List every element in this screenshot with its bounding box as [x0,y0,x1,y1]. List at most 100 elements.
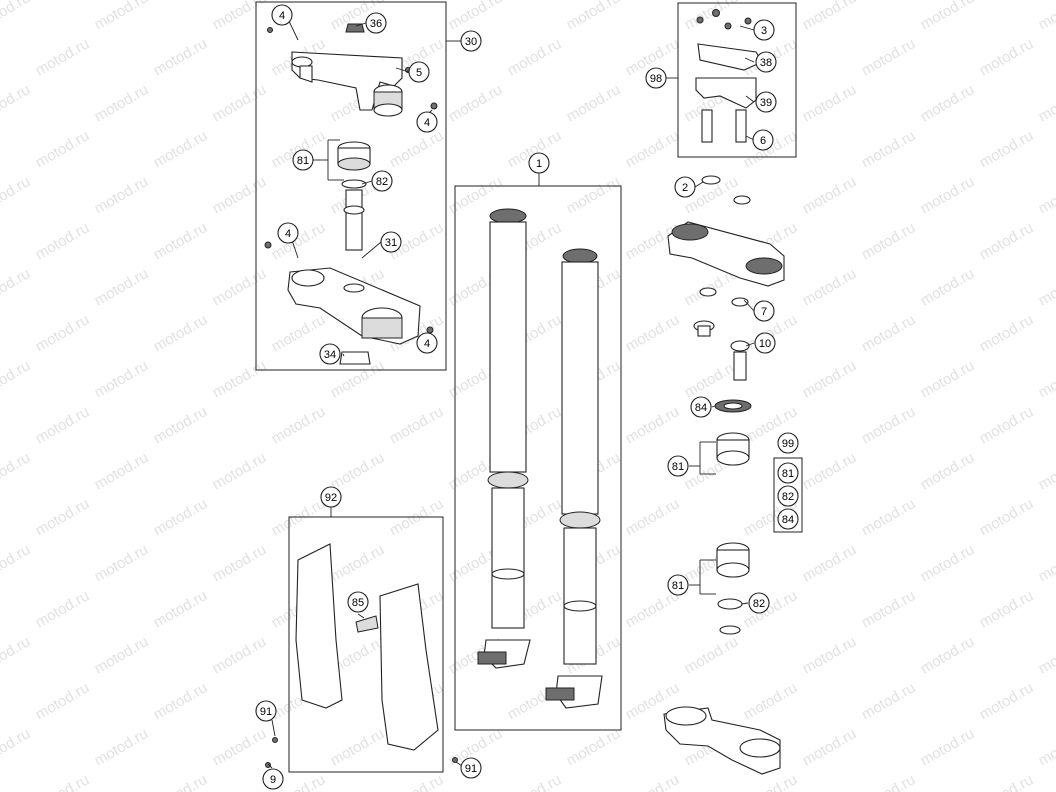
callout-7: 7 [753,300,775,322]
watermark-text: motod.ru [623,127,683,171]
callout-4: 4 [416,332,438,354]
watermark-text: motod.ru [859,679,919,723]
svg-text:6: 6 [760,135,766,147]
watermark-text: motod.ru [0,725,33,769]
frame-30 [255,1,447,371]
watermark-text: motod.ru [800,0,860,33]
svg-text:91: 91 [465,763,477,775]
frame-98 [677,2,797,158]
watermark-text: motod.ru [92,725,152,769]
watermark-text: motod.ru [151,311,211,355]
svg-text:31: 31 [385,237,397,249]
watermark-text: motod.ru [623,311,683,355]
callout-3: 3 [753,19,775,41]
watermark-text: motod.ru [92,0,152,33]
watermark-text: motod.ru [1036,0,1056,33]
watermark-text: motod.ru [564,173,624,217]
callout-92: 92 [320,486,342,508]
watermark-text: motod.ru [977,127,1037,171]
watermark-text: motod.ru [92,173,152,217]
watermark-text: motod.ru [505,35,565,79]
watermark-text: motod.ru [0,633,33,677]
watermark-text: motod.ru [210,173,270,217]
watermark-text: motod.ru [446,0,506,33]
svg-text:36: 36 [370,18,382,30]
svg-text:98: 98 [650,73,662,85]
watermark-text: motod.ru [1036,725,1056,769]
svg-text:3: 3 [761,25,767,37]
watermark-text: motod.ru [151,771,211,792]
watermark-text: motod.ru [682,0,742,33]
watermark-text: motod.ru [741,679,801,723]
watermark-text: motod.ru [328,541,388,585]
kit-callout-82: 82 [777,485,799,507]
watermark-text: motod.ru [387,403,447,447]
watermark-text: motod.ru [151,219,211,263]
fork-guards-92 [265,543,458,768]
watermark-text: motod.ru [210,265,270,309]
callout-84: 84 [690,396,712,418]
svg-text:4: 4 [285,228,291,240]
callout-34: 34 [319,343,341,365]
svg-text:38: 38 [760,57,772,69]
watermark-text: motod.ru [800,541,860,585]
callout-91: 91 [255,700,277,722]
watermark-text: motod.ru [151,495,211,539]
watermark-text: motod.ru [741,771,801,792]
watermark-text: motod.ru [446,81,506,125]
svg-text:39: 39 [760,97,772,109]
callout-5: 5 [408,61,430,83]
svg-text:84: 84 [782,514,794,526]
watermark-text: motod.ru [92,81,152,125]
watermark-text: motod.ru [151,403,211,447]
watermark-text: motod.ru [1036,81,1056,125]
watermark-text: motod.ru [328,725,388,769]
watermark-text: motod.ru [505,771,565,792]
svg-text:85: 85 [352,597,364,609]
watermark-text: motod.ru [151,587,211,631]
watermark-text: motod.ru [33,35,93,79]
watermark-text: motod.ru [33,587,93,631]
watermark-text: motod.ru [918,725,978,769]
kit-callout-84: 84 [777,508,799,530]
callout-91: 91 [460,757,482,779]
callout-85: 85 [347,591,369,613]
watermark-text: motod.ru [859,35,919,79]
triple-clamp-right [663,175,785,775]
svg-text:9: 9 [270,774,276,786]
watermark-text: motod.ru [151,679,211,723]
watermark-text: motod.ru [92,633,152,677]
callout-9: 9 [262,768,284,790]
callout-1: 1 [528,152,550,174]
watermark-text: motod.ru [151,127,211,171]
watermark-text: motod.ru [210,81,270,125]
svg-text:84: 84 [695,402,707,414]
callout-6: 6 [752,129,774,151]
watermark-text: motod.ru [977,219,1037,263]
svg-text:4: 4 [424,338,430,350]
svg-text:81: 81 [672,461,684,473]
callout-31: 31 [380,231,402,253]
watermark-text: motod.ru [918,357,978,401]
watermark-text: motod.ru [859,771,919,792]
watermark-text: motod.ru [977,35,1037,79]
svg-text:81: 81 [297,155,309,167]
svg-text:4: 4 [279,10,285,22]
watermark-text: motod.ru [977,679,1037,723]
watermark-text: motod.ru [859,495,919,539]
watermark-text: motod.ru [859,219,919,263]
watermark-text: motod.ru [210,357,270,401]
frame-99 [773,457,803,533]
watermark-text: motod.ru [151,35,211,79]
frame-92 [288,516,444,773]
fork-guard-right [379,583,439,751]
watermark-text: motod.ru [269,403,329,447]
svg-text:30: 30 [465,36,477,48]
callout-38: 38 [755,51,777,73]
watermark-text: motod.ru [387,127,447,171]
svg-text:99: 99 [782,438,794,450]
watermark-text: motod.ru [800,449,860,493]
watermark-text: motod.ru [210,633,270,677]
watermark-text: motod.ru [859,127,919,171]
